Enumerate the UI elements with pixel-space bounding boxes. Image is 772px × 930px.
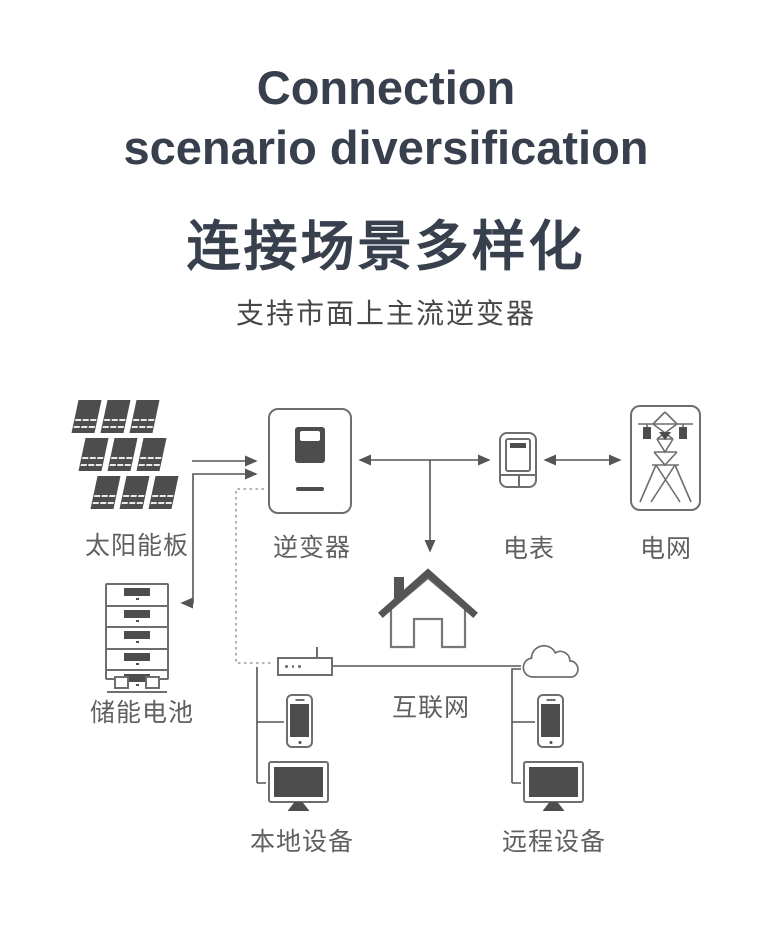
phone-screen	[290, 704, 309, 737]
monitor-icon	[523, 761, 584, 811]
monitor-stand	[542, 802, 565, 811]
solar-panel-array-icon	[71, 400, 179, 514]
inverter-icon	[268, 408, 352, 514]
label-remote-devices: 远程设备	[501, 828, 607, 856]
phone-home-button	[298, 741, 301, 744]
page-title-en-line2: scenario diversification	[123, 121, 649, 174]
label-local-devices: 本地设备	[249, 828, 355, 856]
cloud-icon	[519, 644, 585, 685]
router-led	[291, 665, 294, 668]
battery-module	[107, 652, 167, 672]
inverter-vent-bar	[296, 487, 324, 491]
page-title-en-line1: Connection	[256, 61, 516, 114]
solar-panel-row	[90, 476, 179, 509]
solar-panel	[129, 400, 160, 433]
label-grid: 电网	[639, 535, 693, 563]
solar-panel-row	[71, 400, 175, 433]
house-icon	[378, 563, 478, 658]
meter-icon	[499, 432, 537, 488]
solar-panel	[119, 476, 150, 509]
monitor-stand	[287, 802, 310, 811]
phone-speaker	[546, 699, 555, 701]
inverter-display-window	[300, 431, 320, 441]
transmission-tower	[638, 411, 693, 503]
label-battery: 储能电池	[89, 699, 195, 727]
solar-panel	[100, 400, 131, 433]
phone-icon	[286, 694, 313, 748]
solar-panel	[148, 476, 179, 509]
router-antenna	[316, 647, 318, 659]
phone-home-button	[549, 741, 552, 744]
battery-module	[107, 609, 167, 629]
phone-icon	[537, 694, 564, 748]
page-subtitle: 支持市面上主流逆变器	[235, 298, 536, 329]
label-internet: 互联网	[391, 694, 471, 722]
monitor-screen	[274, 767, 323, 797]
solar-panel	[136, 438, 167, 471]
line-inverter-router-dotted	[235, 488, 273, 664]
battery-module	[107, 674, 167, 693]
solar-panel	[71, 400, 102, 433]
monitor-icon	[268, 761, 329, 811]
meter-terminals	[501, 474, 535, 486]
page-title-zh: 连接场景多样化	[186, 217, 586, 277]
battery-module	[107, 631, 167, 650]
meter-screen	[505, 438, 531, 472]
router-led	[298, 665, 301, 668]
grid-tower-icon	[630, 405, 701, 511]
label-solar-panels: 太阳能板	[84, 532, 190, 560]
battery-foot	[145, 676, 160, 689]
label-inverter: 逆变器	[272, 534, 352, 562]
phone-screen	[541, 704, 560, 737]
line-battery-inverter	[180, 468, 258, 609]
solar-panel	[90, 476, 121, 509]
solar-panel	[78, 438, 109, 471]
page-title-en: Connection scenario diversification	[0, 58, 772, 178]
solar-panel	[107, 438, 138, 471]
label-meter: 电表	[502, 535, 556, 563]
phone-speaker	[295, 699, 304, 701]
monitor-screen	[529, 767, 578, 797]
solar-panel-row	[78, 438, 175, 471]
battery-foot	[114, 676, 129, 689]
router-led	[285, 665, 288, 668]
meter-screen-bar	[510, 443, 526, 448]
inverter-display	[295, 427, 325, 463]
battery-module	[107, 588, 167, 607]
router-icon	[277, 647, 333, 676]
battery-stack-icon	[105, 583, 169, 693]
